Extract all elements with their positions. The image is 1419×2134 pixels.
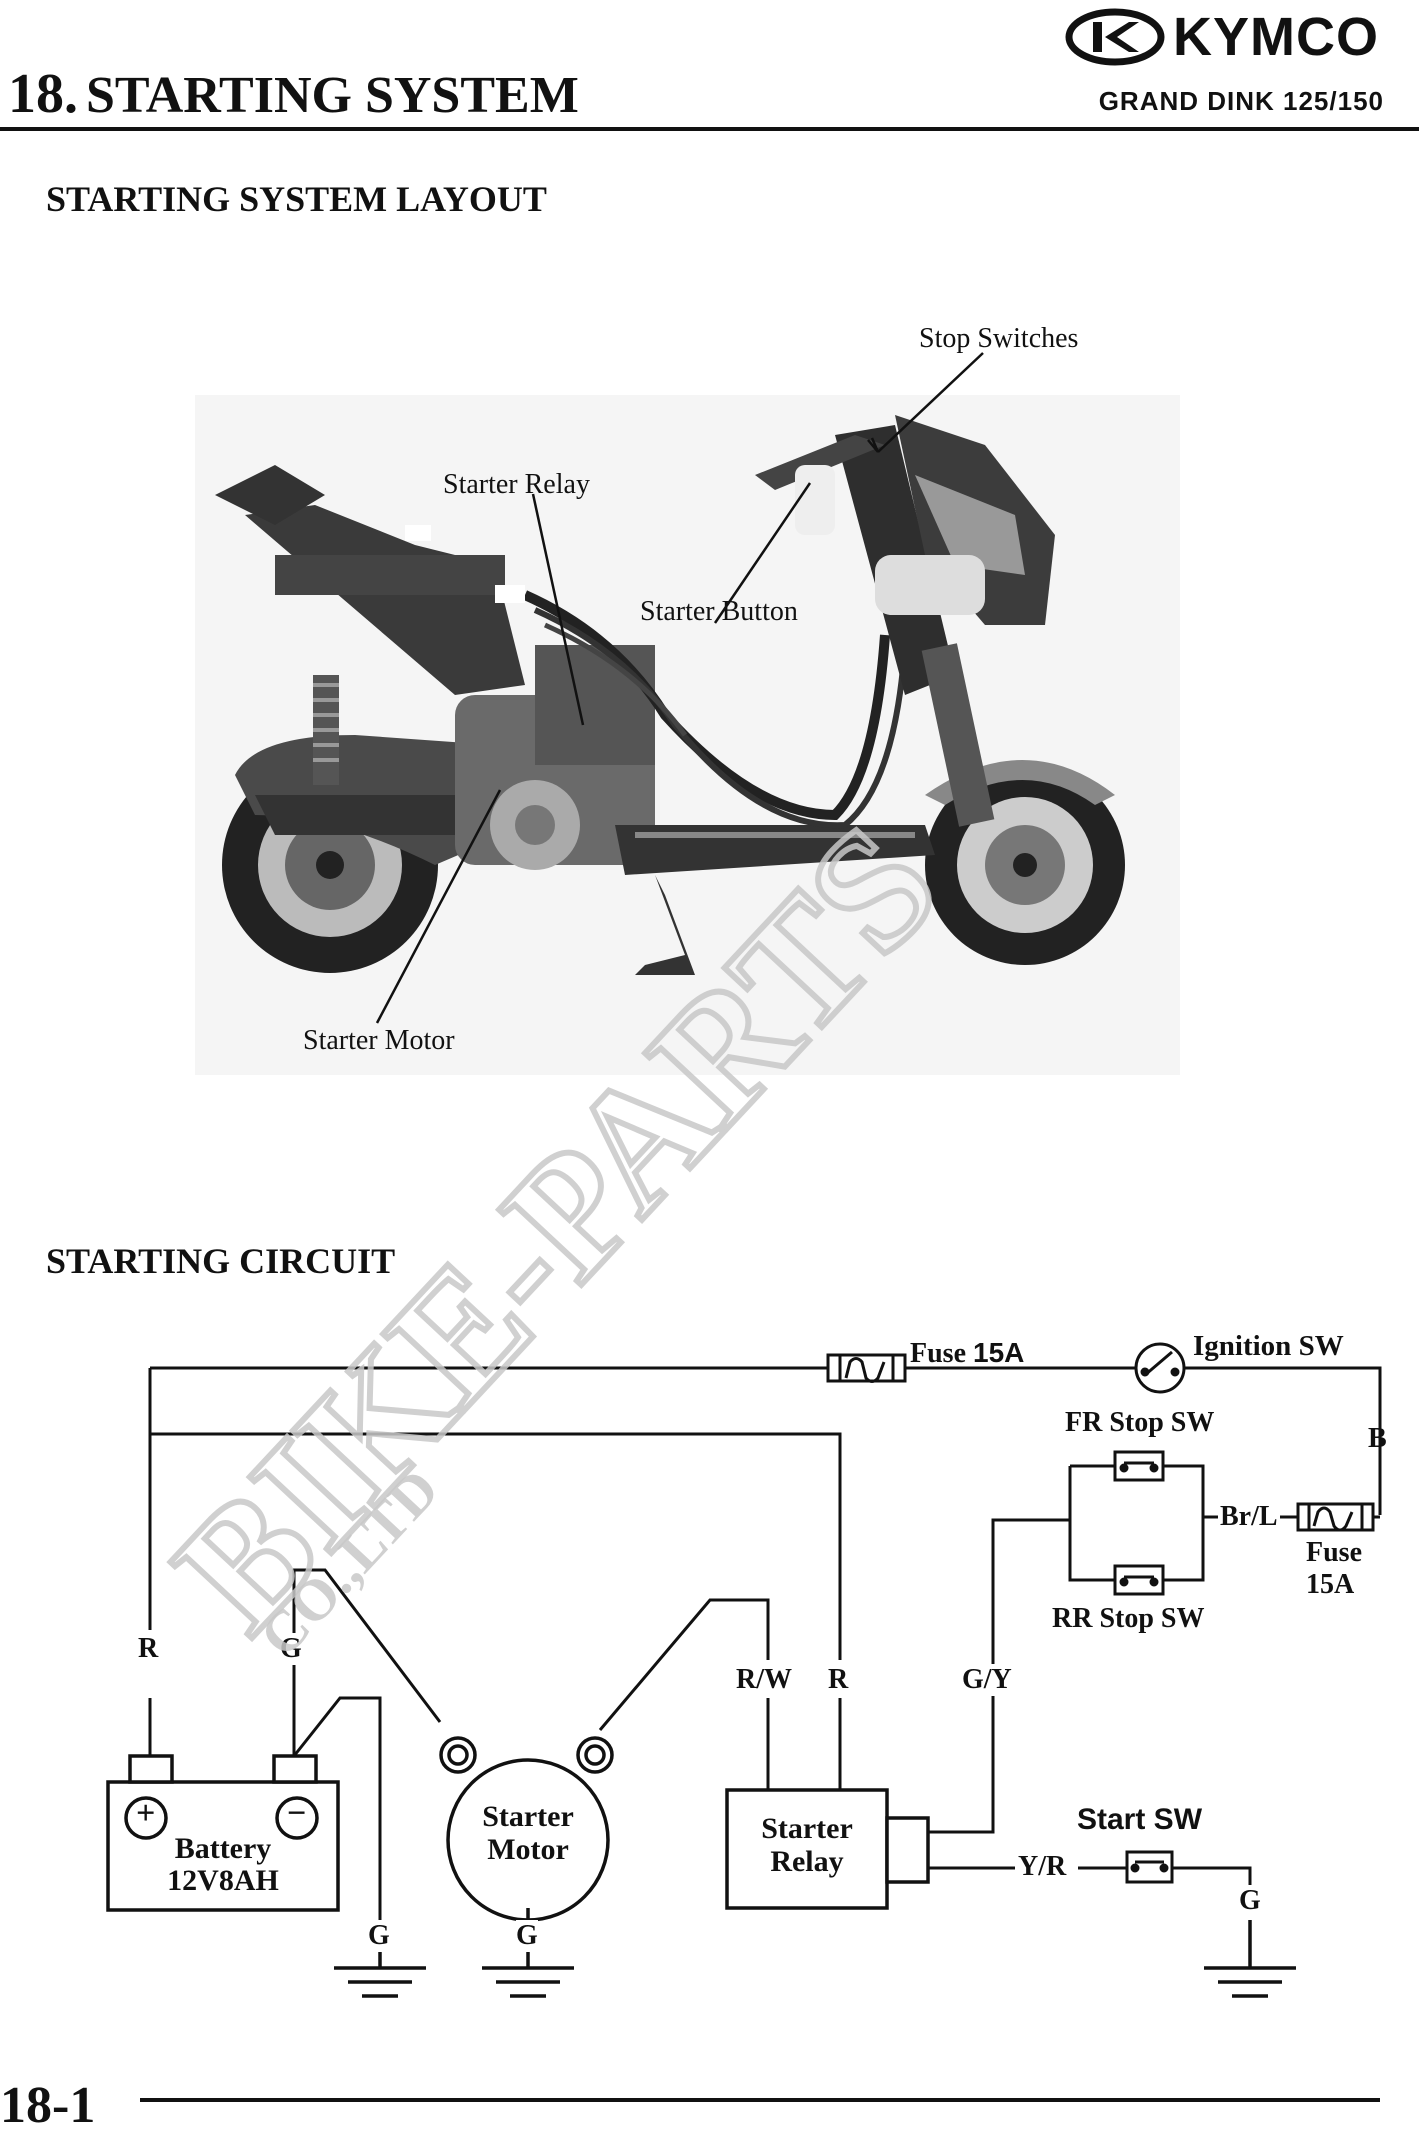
wire-yr-label: Y/R [1018, 1851, 1067, 1882]
wire-g-left-label: G [280, 1633, 302, 1665]
fr-stop-sw-label: FR Stop SW [1065, 1407, 1215, 1438]
start-switch-symbol [1125, 1850, 1174, 1884]
scooter-photo [195, 395, 1180, 1075]
rr-stop-sw-label: RR Stop SW [1052, 1603, 1205, 1634]
ground-label-battery: G [368, 1920, 390, 1952]
starter-motor-line1: Starter [482, 1800, 574, 1833]
starter-relay-label: Starter Relay [742, 1812, 872, 1878]
callout-starter-relay: Starter Relay [443, 469, 590, 500]
fuse-top-rating: 15A [973, 1337, 1025, 1368]
battery-plus: + [136, 1795, 156, 1832]
wire-rw-label: R/W [736, 1664, 792, 1696]
fuse-top-label: Fuse 15A [910, 1337, 1024, 1370]
ground-label-start-sw: G [1239, 1885, 1261, 1917]
wire-r-left-label: R [138, 1633, 159, 1665]
battery-rating: 12V8AH [167, 1864, 279, 1897]
fuse-top-text: Fuse [910, 1338, 966, 1369]
fuse-right-symbol [1296, 1502, 1375, 1532]
fuse-right-label: Fuse 15A [1306, 1537, 1362, 1601]
wire-gy-label: G/Y [962, 1664, 1012, 1696]
model-name: GRAND DINK 125/150 [1098, 86, 1384, 116]
watermark-sub: CO.,LTD [247, 1456, 451, 1668]
battery-minus: − [287, 1795, 307, 1832]
footer-divider [140, 2098, 1380, 2102]
callout-starter-motor: Starter Motor [303, 1025, 455, 1056]
fuse-top-symbol [826, 1353, 907, 1383]
battery-label: Battery 12V8AH [108, 1833, 338, 1897]
brand-name: KYMCO [1173, 7, 1379, 67]
wire-r-relay-label: R [828, 1664, 849, 1696]
ignition-switch-symbol [1134, 1342, 1186, 1394]
battery-name: Battery [174, 1832, 272, 1865]
page-number: 18-1 [0, 2077, 96, 2134]
wire-br-l-label: Br/L [1218, 1501, 1280, 1533]
chapter-number: 18. [8, 63, 78, 125]
fr-stop-switch-symbol [1113, 1450, 1165, 1482]
wire-b-label: B [1368, 1423, 1387, 1454]
start-sw-label: Start SW [1077, 1803, 1203, 1836]
chapter-title: STARTING SYSTEM [86, 67, 579, 124]
callout-stop-switches: Stop Switches [919, 323, 1079, 354]
ignition-sw-label: Ignition SW [1193, 1330, 1344, 1362]
header-divider [0, 127, 1419, 131]
ground-symbols [334, 1908, 1296, 1998]
ground-label-motor: G [516, 1920, 538, 1952]
fuse-right-text: Fuse [1306, 1537, 1362, 1568]
circuit-section-title: STARTING CIRCUIT [46, 1241, 396, 1281]
kymco-logo-icon [1065, 8, 1165, 66]
fuse-right-rating: 15A [1306, 1569, 1355, 1600]
starter-motor-label: Starter Motor [448, 1800, 608, 1866]
starter-motor-line2: Motor [487, 1833, 569, 1866]
rr-stop-switch-symbol [1113, 1564, 1165, 1596]
starter-relay-line2: Relay [770, 1845, 844, 1878]
callout-starter-button: Starter Button [640, 596, 798, 627]
starter-relay-line1: Starter [761, 1812, 853, 1845]
layout-section-title: STARTING SYSTEM LAYOUT [46, 179, 547, 219]
brand-logo: KYMCO [1065, 8, 1379, 66]
chapter-heading: 18.STARTING SYSTEM [8, 66, 579, 122]
